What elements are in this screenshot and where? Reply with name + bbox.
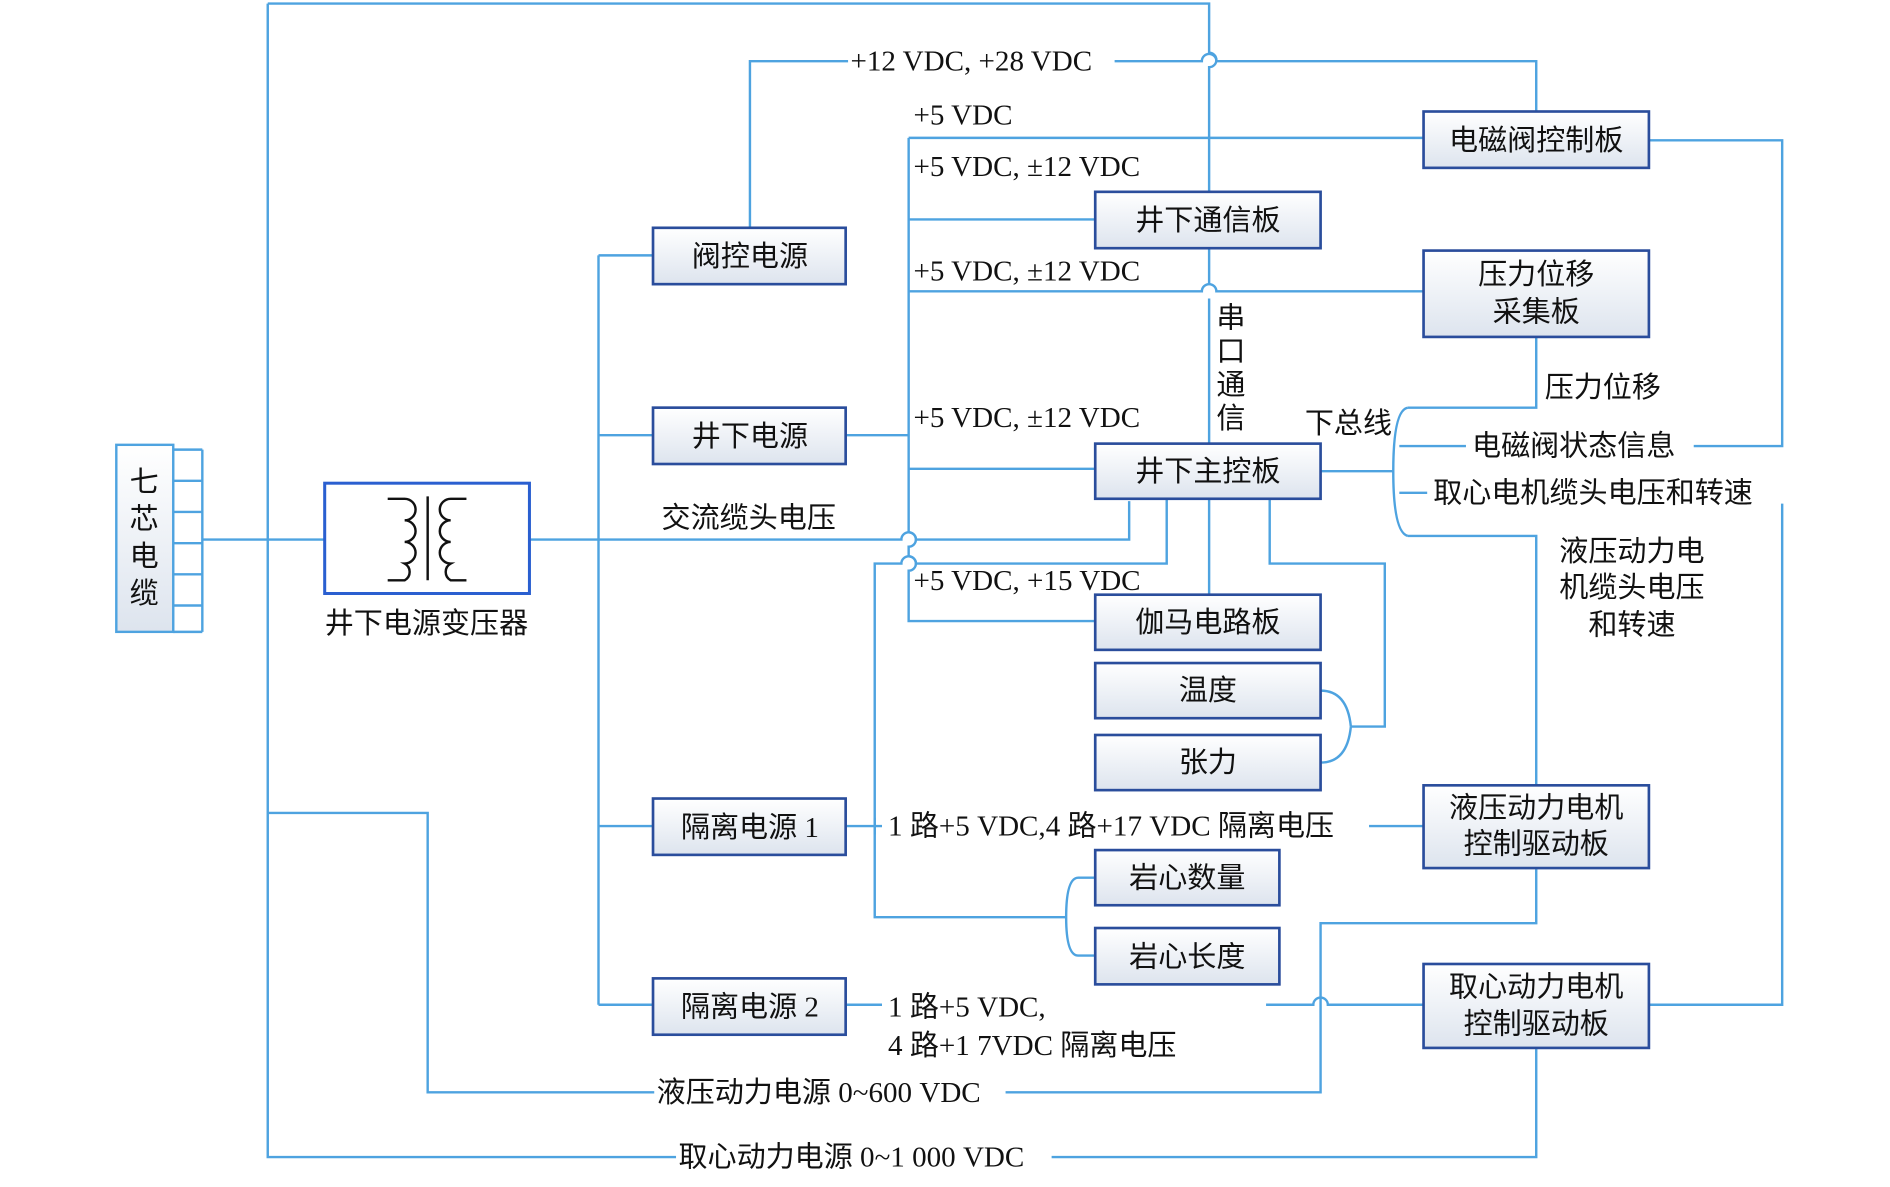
label-ac-head-voltage: 交流缆头电压 — [662, 503, 836, 535]
box-label: 液压动力电机 — [1449, 793, 1623, 825]
label-5-12vdc: +5 VDC, ±12 VDC — [914, 256, 1141, 288]
transformer-coil-icon — [387, 496, 467, 582]
label-hydraulic-supply: 液压动力电源 0~600 VDC — [657, 1077, 981, 1109]
box-label: 压力位移 — [1478, 259, 1594, 291]
label-hydraulic-motor-info: 机缆头电压 — [1559, 572, 1704, 604]
main-control-board: 井下主控板 — [1093, 442, 1322, 501]
box-label: 取心动力电机 — [1449, 971, 1623, 1003]
box-label: 张力 — [1179, 747, 1237, 779]
label-serial-char: 通 — [1216, 370, 1245, 402]
label-pressure-displacement: 压力位移 — [1545, 372, 1661, 404]
valve-power-box: 阀控电源 — [651, 226, 847, 286]
label-iso1-output: 1 路+5 VDC,4 路+17 VDC 隔离电压 — [888, 811, 1334, 843]
downhole-power-box: 井下电源 — [651, 406, 847, 466]
label-5-15vdc: +5 VDC, +15 VDC — [914, 565, 1141, 597]
solenoid-control-board: 电磁阀控制板 — [1422, 110, 1651, 170]
box-label: 温度 — [1179, 675, 1237, 707]
label-coring-supply: 取心动力电源 0~1 000 VDC — [678, 1142, 1024, 1174]
label-hydraulic-motor-info: 和转速 — [1588, 609, 1675, 641]
seven-core-cable: 七 芯 电 缆 — [115, 443, 175, 634]
label-serial-char: 口 — [1216, 336, 1245, 368]
cable-label-char: 七 — [130, 467, 159, 499]
box-label: 井下主控板 — [1135, 456, 1280, 488]
label-serial-char: 串 — [1216, 302, 1245, 334]
cable-label-char: 缆 — [130, 578, 159, 610]
isolated-power-1-box: 隔离电源 1 — [651, 797, 847, 857]
label-coring-motor-info: 取心电机缆头电压和转速 — [1433, 478, 1753, 510]
transformer: 井下电源变压器 — [323, 481, 531, 640]
core-count-box: 岩心数量 — [1093, 848, 1281, 907]
label-iso2-output: 4 路+1 7VDC 隔离电压 — [888, 1030, 1176, 1062]
label-5-12vdc: +5 VDC, ±12 VDC — [914, 402, 1141, 434]
box-label: 井下通信板 — [1135, 205, 1280, 237]
box-label: 伽马电路板 — [1135, 607, 1280, 639]
box-label: 隔离电源 2 — [681, 992, 819, 1024]
box-label: 岩心数量 — [1129, 862, 1245, 894]
box-label: 电磁阀控制板 — [1449, 125, 1623, 157]
label-hydraulic-motor-info: 液压动力电 — [1559, 536, 1704, 568]
label-5vdc: +5 VDC — [914, 100, 1013, 132]
isolated-power-2-box: 隔离电源 2 — [651, 977, 847, 1037]
cable-label-char: 电 — [130, 541, 159, 573]
comm-board: 井下通信板 — [1093, 190, 1322, 250]
transformer-label: 井下电源变压器 — [325, 608, 528, 640]
label-iso2-output: 1 路+5 VDC, — [888, 992, 1046, 1024]
box-label: 控制驱动板 — [1464, 1009, 1609, 1041]
box-label: 阀控电源 — [692, 241, 808, 273]
core-length-box: 岩心长度 — [1093, 926, 1281, 986]
label-serial-char: 信 — [1216, 403, 1245, 435]
tension-box: 张力 — [1093, 733, 1322, 792]
temperature-box: 温度 — [1093, 661, 1322, 720]
label-12-28vdc: +12 VDC, +28 VDC — [851, 46, 1093, 78]
box-label: 控制驱动板 — [1464, 829, 1609, 861]
box-label: 井下电源 — [692, 421, 808, 453]
box-label: 岩心长度 — [1129, 942, 1245, 974]
box-label: 采集板 — [1493, 296, 1580, 328]
box-label: 隔离电源 1 — [681, 812, 819, 844]
label-5-12vdc: +5 VDC, ±12 VDC — [914, 151, 1141, 183]
line-labels: +12 VDC, +28 VDC +5 VDC +5 VDC, ±12 VDC … — [657, 46, 1753, 1174]
cable-label-char: 芯 — [130, 504, 159, 536]
gamma-board: 伽马电路板 — [1093, 593, 1322, 652]
label-solenoid-status: 电磁阀状态信息 — [1472, 431, 1675, 463]
label-lower-bus: 下总线 — [1305, 408, 1392, 440]
connection-lines — [173, 2, 1784, 1159]
